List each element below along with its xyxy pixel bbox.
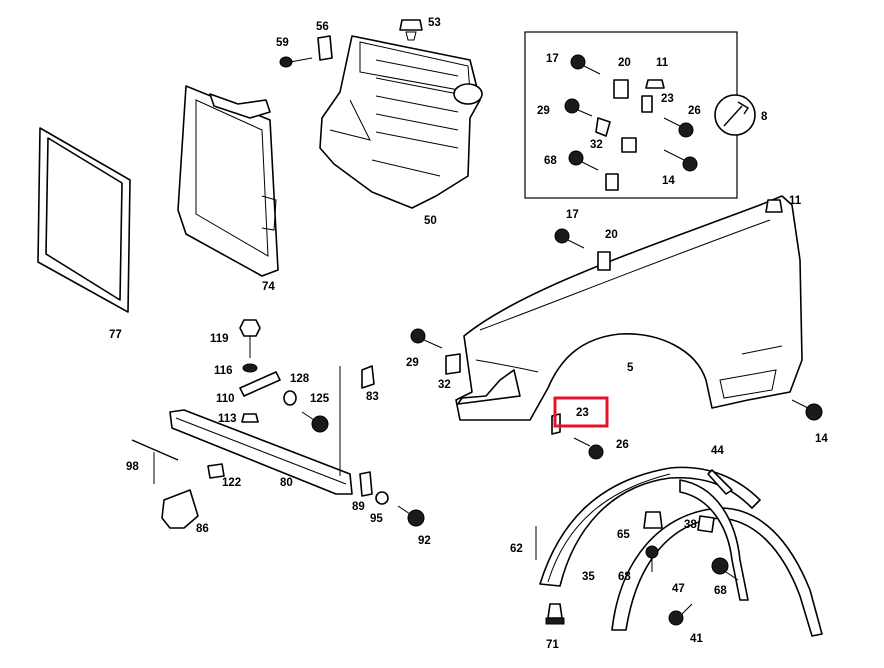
part-125-bolt[interactable]	[301, 411, 329, 433]
part-53-clip[interactable]	[399, 19, 423, 41]
label-23: 23	[576, 407, 589, 419]
label-119: 119	[210, 333, 229, 345]
label-11: 11	[789, 195, 802, 207]
part-77-frame-seal[interactable]	[37, 127, 131, 313]
kit-screw-29[interactable]	[564, 98, 593, 117]
part-128-washer[interactable]	[283, 390, 297, 406]
part-50-air-box[interactable]	[319, 35, 483, 209]
label-11-kit: 11	[656, 57, 669, 69]
part-20-clip[interactable]	[597, 251, 611, 271]
label-62: 62	[510, 543, 523, 555]
label-5: 5	[627, 362, 634, 374]
part-29-screw[interactable]	[410, 328, 443, 349]
label-35: 35	[582, 571, 595, 583]
label-125: 125	[310, 393, 330, 405]
label-56: 56	[316, 21, 329, 33]
kit-screw-14[interactable]	[663, 149, 698, 172]
part-32-clip[interactable]	[445, 353, 461, 375]
kit-clip-small[interactable]	[605, 173, 619, 191]
label-23-kit: 23	[661, 93, 674, 105]
part-89-clip[interactable]	[359, 471, 373, 497]
label-50: 50	[424, 215, 437, 227]
label-20: 20	[605, 229, 618, 241]
part-26-screw[interactable]	[573, 437, 604, 460]
label-110: 110	[216, 393, 235, 405]
wrench-icon	[714, 94, 756, 136]
label-47: 47	[672, 583, 685, 595]
part-83-clip[interactable]	[361, 365, 375, 389]
kit-clip-32[interactable]	[595, 117, 637, 153]
kit-screw-68[interactable]	[568, 150, 599, 171]
label-68a: 68	[618, 571, 631, 583]
part-80-rail[interactable]	[169, 366, 353, 495]
part-47-arch-liner[interactable]	[611, 479, 823, 637]
label-14-kit: 14	[662, 175, 675, 187]
part-68b-screw[interactable]	[711, 557, 739, 581]
label-128: 128	[290, 373, 310, 385]
kit-clip-23[interactable]	[641, 95, 653, 113]
part-98-rod[interactable]	[131, 439, 179, 484]
label-89: 89	[352, 501, 365, 513]
part-41-screw[interactable]	[668, 603, 693, 626]
label-77: 77	[109, 329, 122, 341]
kit-nut-11[interactable]	[645, 79, 665, 89]
part-71-bolt[interactable]	[545, 603, 565, 625]
part-119-bolt[interactable]	[239, 319, 261, 358]
label-38: 38	[684, 519, 697, 531]
label-92: 92	[418, 535, 431, 547]
part-59-screw[interactable]	[279, 56, 313, 68]
part-35-arch-liner[interactable]	[539, 466, 761, 587]
label-8: 8	[761, 111, 768, 123]
part-116-washer[interactable]	[242, 363, 258, 373]
label-59: 59	[276, 37, 289, 49]
kit-screw-26[interactable]	[663, 117, 694, 138]
label-26: 26	[616, 439, 629, 451]
kit-clip-20[interactable]	[613, 79, 629, 99]
part-56-bracket[interactable]	[317, 35, 333, 61]
part-65-clip[interactable]	[643, 511, 663, 529]
label-71: 71	[546, 639, 559, 651]
label-95: 95	[370, 513, 383, 525]
highlight-box-23[interactable]	[553, 396, 609, 428]
label-32: 32	[438, 379, 451, 391]
label-29: 29	[406, 357, 419, 369]
label-26-kit: 26	[688, 105, 701, 117]
part-68a-screw[interactable]	[645, 545, 659, 572]
label-83: 83	[366, 391, 379, 403]
label-74: 74	[262, 281, 275, 293]
label-53: 53	[428, 17, 441, 29]
part-95-washer[interactable]	[375, 491, 389, 505]
label-17: 17	[566, 209, 579, 221]
part-86-cover[interactable]	[161, 489, 199, 529]
part-17-screw[interactable]	[554, 228, 585, 249]
label-14: 14	[815, 433, 828, 445]
label-44: 44	[711, 445, 724, 457]
label-29-kit: 29	[537, 105, 550, 117]
label-32-kit: 32	[590, 139, 603, 151]
label-86: 86	[196, 523, 209, 535]
part-110-bracket[interactable]	[239, 371, 281, 397]
label-65: 65	[617, 529, 630, 541]
part-122-plug[interactable]	[207, 463, 225, 479]
label-20-kit: 20	[618, 57, 631, 69]
part-38-clip[interactable]	[697, 515, 715, 533]
label-122: 122	[222, 477, 241, 489]
part-14-screw[interactable]	[791, 399, 823, 421]
part-74-air-duct-frame[interactable]	[177, 85, 279, 277]
label-113: 113	[218, 413, 237, 425]
kit-screw-17[interactable]	[570, 54, 601, 75]
part-44-clip[interactable]	[707, 469, 733, 495]
part-113-nut[interactable]	[241, 413, 259, 423]
label-68b: 68	[714, 585, 727, 597]
label-116: 116	[214, 365, 233, 377]
label-80: 80	[280, 477, 293, 489]
part-11-nut[interactable]	[765, 199, 783, 213]
part-5-fender[interactable]	[455, 195, 803, 421]
part-92-bolt[interactable]	[397, 505, 425, 527]
label-41: 41	[690, 633, 703, 645]
label-17-kit: 17	[546, 53, 559, 65]
label-68-kit: 68	[544, 155, 557, 167]
label-98: 98	[126, 461, 139, 473]
